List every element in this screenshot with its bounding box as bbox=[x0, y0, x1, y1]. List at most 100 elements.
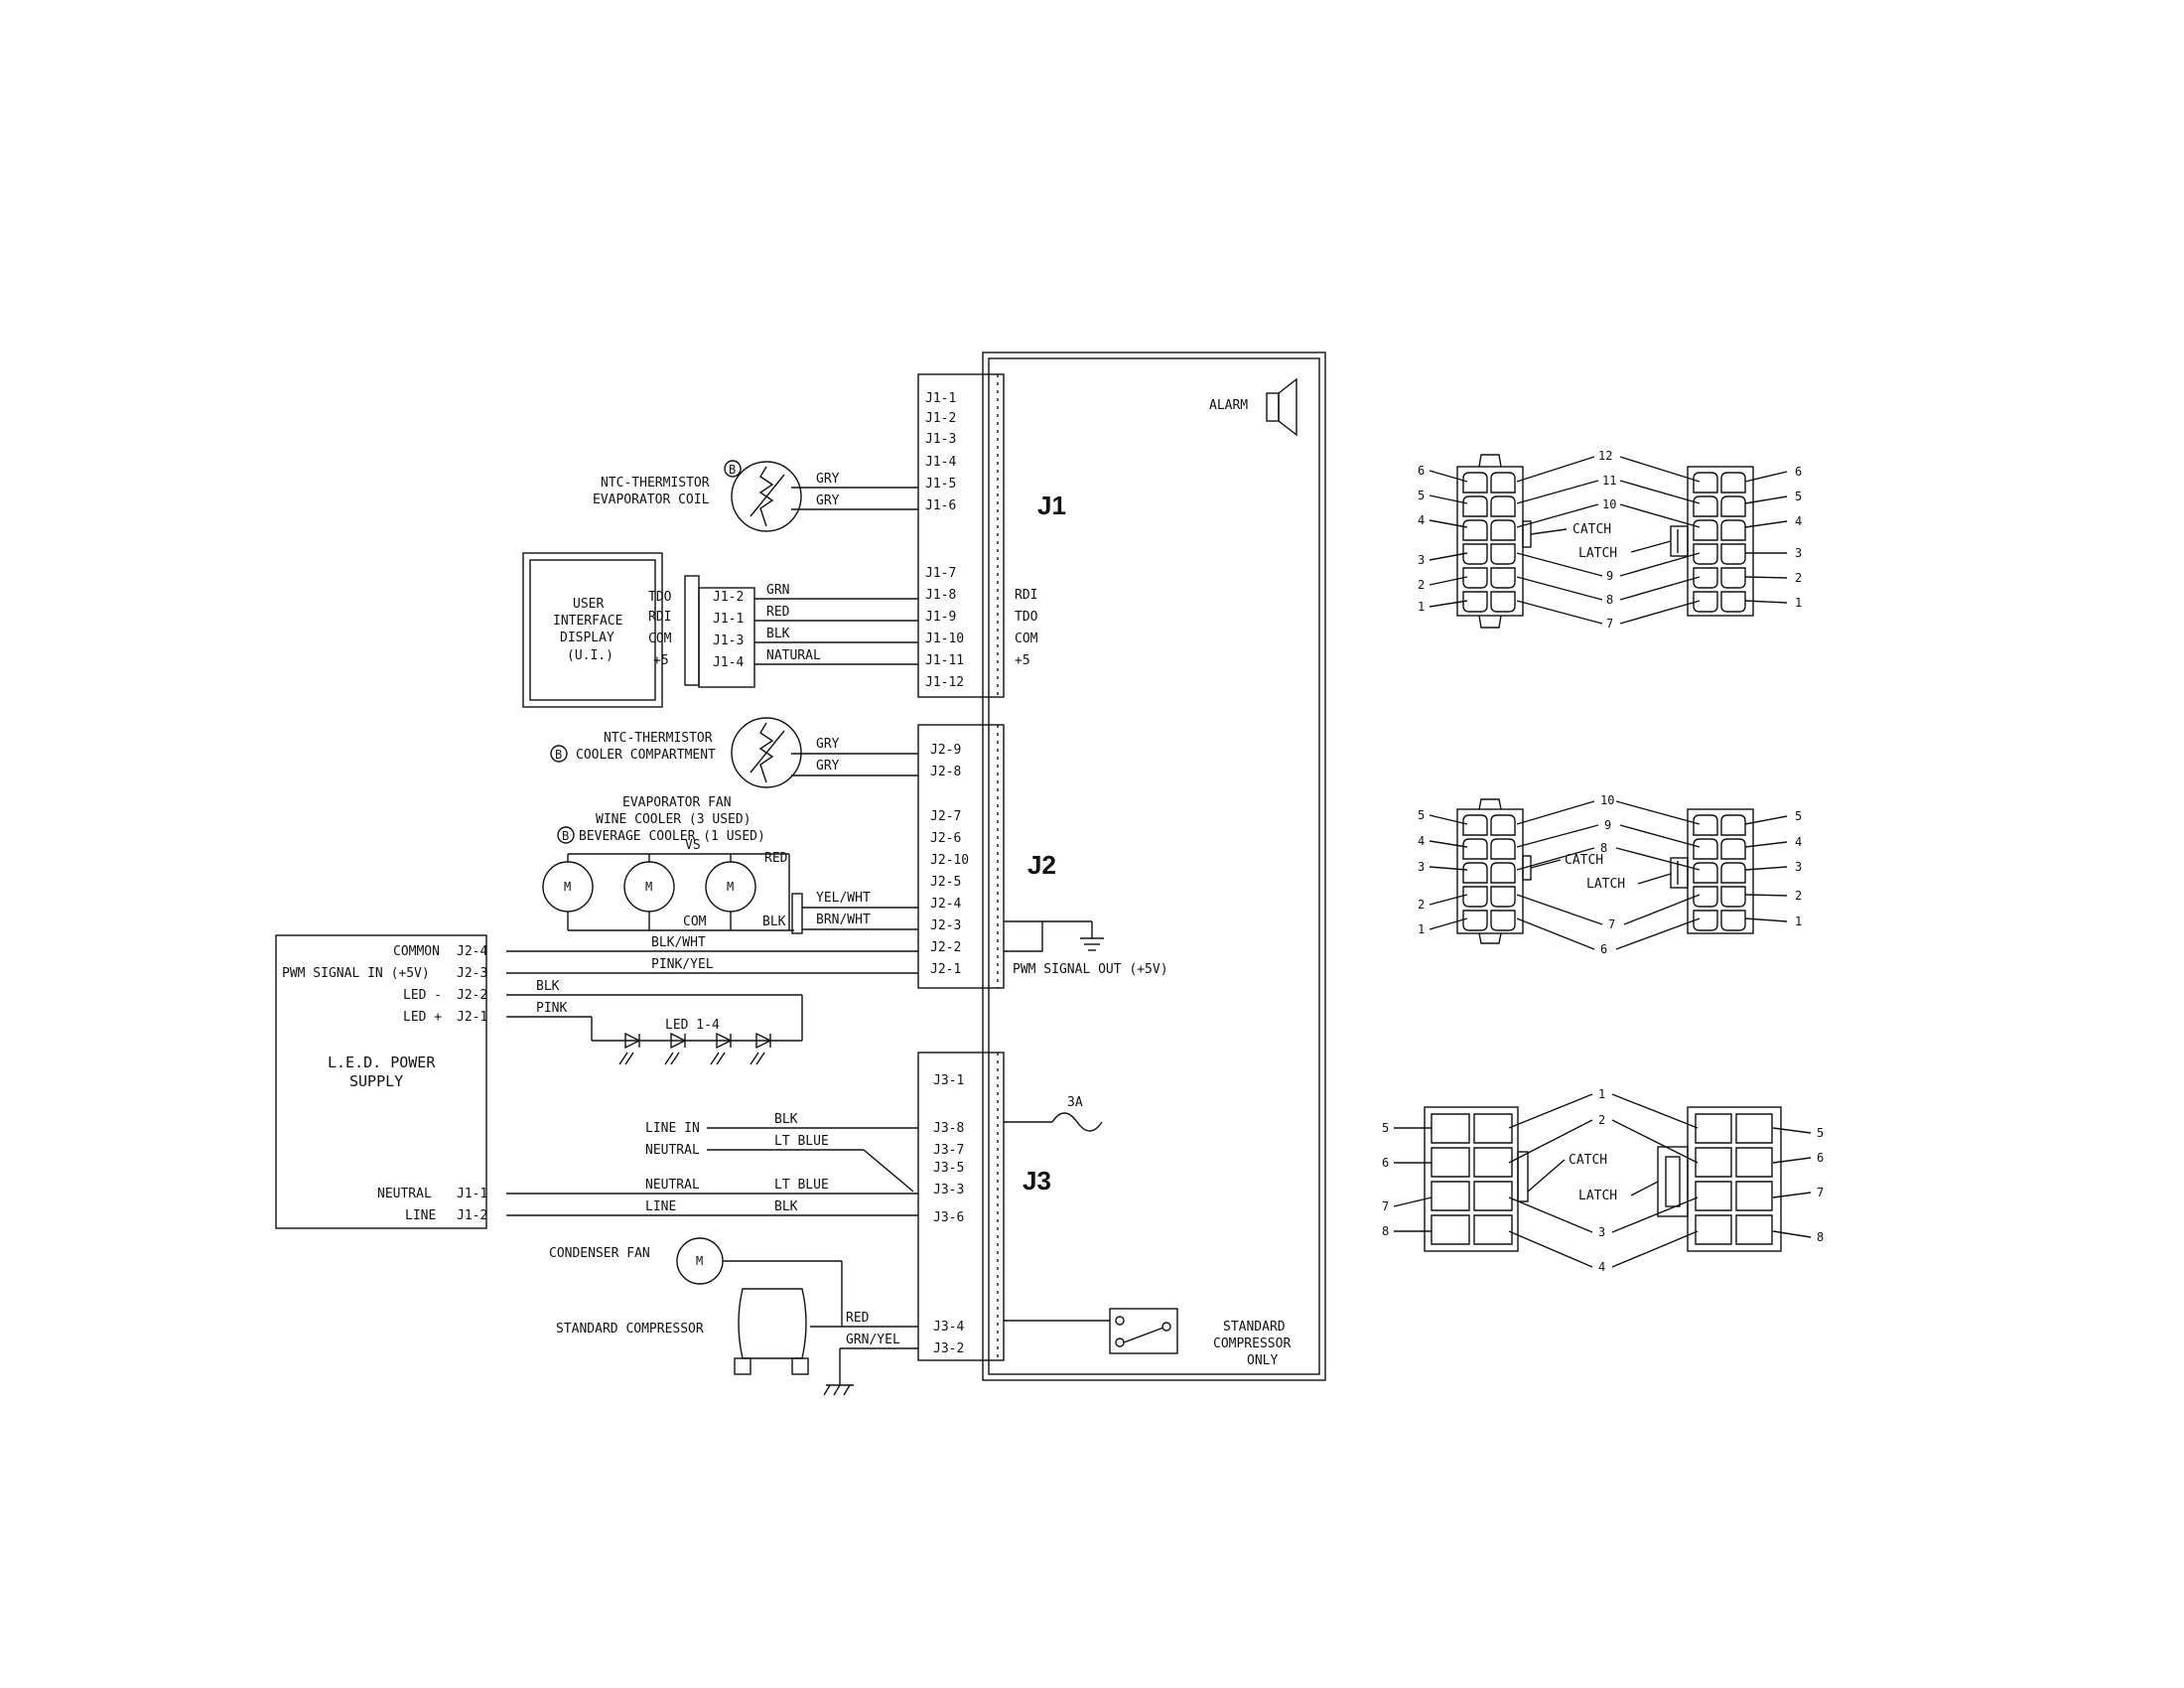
leader-line bbox=[1516, 456, 1595, 483]
pin-cavity bbox=[1490, 519, 1516, 541]
pin-cavity bbox=[1473, 1147, 1513, 1178]
wire-color: RED bbox=[846, 1311, 870, 1326]
wire-color: GRY bbox=[816, 472, 840, 487]
j3-title: J3 bbox=[1023, 1166, 1051, 1196]
pin-cavity bbox=[1735, 1113, 1773, 1144]
ntc-evaporator-thermistor: NTC-THERMISTOR EVAPORATOR COIL B GRY GRY bbox=[593, 460, 918, 532]
pin-cavity bbox=[1695, 1147, 1732, 1178]
compressor-foot bbox=[791, 1357, 809, 1375]
pin-cavity bbox=[1720, 543, 1746, 565]
motor-label: M bbox=[564, 880, 571, 894]
leader-line bbox=[1516, 800, 1595, 825]
ntc-evap-label: NTC-THERMISTOR bbox=[601, 476, 710, 491]
pin-number: 5 bbox=[1418, 489, 1425, 502]
wire-color: LT BLUE bbox=[774, 1178, 829, 1193]
pin-number: 8 bbox=[1817, 1230, 1824, 1244]
pin-cavity bbox=[1693, 567, 1718, 589]
leader-line bbox=[1744, 471, 1788, 483]
ui-label: DISPLAY bbox=[560, 631, 614, 645]
pin-number: 1 bbox=[1418, 922, 1425, 936]
compressor-icon bbox=[738, 1288, 807, 1359]
led-diode-icon bbox=[750, 1032, 772, 1065]
pin-cavity bbox=[1473, 1214, 1513, 1245]
pin-cavity bbox=[1462, 472, 1488, 493]
catch-label: CATCH bbox=[1569, 1153, 1607, 1168]
latch-label: LATCH bbox=[1578, 1189, 1617, 1203]
led-supply-pin: J2-4 bbox=[457, 944, 487, 959]
pin-cavity bbox=[1490, 838, 1516, 860]
wire-color: BLK bbox=[766, 627, 790, 641]
leader-line bbox=[1530, 859, 1562, 869]
pin-number: 8 bbox=[1382, 1224, 1389, 1238]
user-interface-display: USER INTERFACE DISPLAY (U.I.) TDO RDI CO… bbox=[522, 552, 918, 708]
leader-line bbox=[1508, 1230, 1593, 1268]
wire-color: GRY bbox=[816, 759, 840, 774]
led-supply-pin: J2-1 bbox=[457, 1010, 487, 1025]
pin-number: 3 bbox=[1418, 553, 1425, 567]
pin-cavity bbox=[1462, 591, 1488, 613]
pin-number: 5 bbox=[1382, 1121, 1389, 1135]
wire-color: LT BLUE bbox=[774, 1134, 829, 1149]
pin-cavity bbox=[1490, 472, 1516, 493]
pin-number: 2 bbox=[1795, 571, 1802, 585]
ntc-cooler-label: COOLER COMPARTMENT bbox=[576, 748, 716, 763]
leader-line bbox=[1744, 815, 1788, 825]
j2-pin: J2-8 bbox=[930, 765, 961, 779]
j2-pin: J2-3 bbox=[930, 918, 961, 933]
relay-switch-arm bbox=[1123, 1327, 1164, 1343]
relay-label: ONLY bbox=[1247, 1353, 1278, 1368]
pin-number: 5 bbox=[1418, 808, 1425, 822]
pin-cavity bbox=[1735, 1147, 1773, 1178]
pin-cavity bbox=[1490, 495, 1516, 517]
compressor-circuit: CONDENSER FAN M STANDARD COMPRESSOR RED … bbox=[549, 1237, 918, 1396]
j2-pin: J2-9 bbox=[930, 743, 961, 758]
alarm-speaker-body bbox=[1266, 392, 1280, 422]
leader-line bbox=[1516, 894, 1603, 925]
pin-cavity bbox=[1462, 838, 1488, 860]
wire-color: BRN/WHT bbox=[816, 913, 871, 927]
j3-pin: J3-4 bbox=[933, 1320, 964, 1335]
j2-pin: J2-10 bbox=[930, 853, 969, 868]
leader-line bbox=[1619, 576, 1701, 601]
pin-number: 7 bbox=[1382, 1199, 1389, 1213]
pin-cavity bbox=[1431, 1214, 1470, 1245]
j2-title: J2 bbox=[1027, 850, 1056, 880]
led-supply-terminal: PWM SIGNAL IN (+5V) bbox=[282, 966, 430, 981]
j2-pin: J2-7 bbox=[930, 809, 961, 824]
ui-pin-label: COM bbox=[648, 632, 672, 646]
chassis-ground-icon bbox=[823, 1384, 831, 1396]
pin-cavity bbox=[1720, 910, 1746, 931]
ui-conn-pin: J1-4 bbox=[713, 655, 744, 670]
pin-number: 5 bbox=[1795, 490, 1802, 503]
wire-color: PINK/YEL bbox=[651, 957, 714, 972]
leader-line bbox=[1516, 480, 1599, 504]
ui-pin-label: +5 bbox=[653, 653, 669, 668]
leader-line bbox=[1772, 1157, 1812, 1164]
pin-cavity bbox=[1693, 591, 1718, 613]
j1-pin: J1-11 bbox=[925, 653, 964, 668]
pin-number: 10 bbox=[1600, 793, 1614, 807]
pin-cavity bbox=[1490, 862, 1516, 884]
pin-number: 2 bbox=[1418, 898, 1425, 912]
j3-pin: J3-2 bbox=[933, 1341, 964, 1356]
pin-cavity bbox=[1720, 495, 1746, 517]
led-supply-pin: J1-1 bbox=[457, 1187, 487, 1201]
pin-cavity bbox=[1473, 1181, 1513, 1211]
chassis-ground-icon bbox=[843, 1384, 851, 1396]
j1-pin: J1-1 bbox=[925, 391, 956, 406]
pin-number: 4 bbox=[1795, 835, 1802, 849]
connector-housing-left bbox=[1456, 466, 1524, 617]
relay-label: COMPRESSOR bbox=[1213, 1336, 1291, 1351]
leader-line bbox=[1516, 503, 1599, 528]
pin-cavity bbox=[1462, 862, 1488, 884]
latch-tab bbox=[1670, 857, 1689, 889]
thermistor-icon bbox=[731, 717, 802, 788]
j3-pin: J3-8 bbox=[933, 1121, 964, 1136]
leader-line bbox=[1744, 894, 1788, 897]
pin-cavity bbox=[1462, 910, 1488, 931]
led-supply-terminal: LED - bbox=[403, 988, 442, 1003]
led-diode-icon bbox=[664, 1032, 687, 1065]
pin-number: 5 bbox=[1817, 1126, 1824, 1140]
pin-cavity bbox=[1693, 814, 1718, 836]
pin-number: 1 bbox=[1795, 596, 1802, 610]
